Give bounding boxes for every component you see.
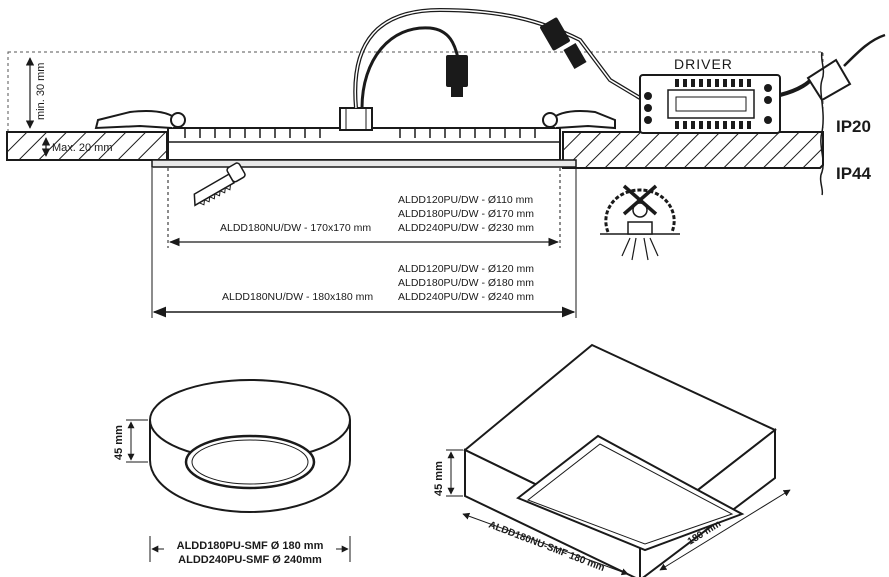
mains-plug [806, 58, 852, 102]
cutout-round-label-1: ALDD120PU/DW - Ø110 mm [398, 194, 533, 206]
spring-clip-right [549, 110, 616, 130]
ip44-label: IP44 [836, 164, 872, 183]
fixture-bezel [151, 159, 577, 168]
led-driver [639, 74, 781, 134]
round-height-label: 45 mm [113, 425, 125, 460]
spring-clip-left [94, 110, 179, 130]
outer-round-label-1: ALDD120PU/DW - Ø120 mm [398, 263, 534, 275]
square-height-label: 45 mm [433, 461, 445, 496]
ceiling-right [562, 131, 824, 169]
round-surface-fixture [126, 379, 351, 562]
ceiling-thickness-label: Max. 20 mm [52, 142, 113, 154]
round-model-label-2: ALDD240PU-SMF Ø 240mm [178, 554, 322, 566]
fixture-body [167, 127, 561, 161]
outer-square-label: ALDD180NU/DW - 180x180 mm [222, 291, 373, 303]
cable-gland [339, 107, 373, 131]
cable [353, 7, 642, 109]
no-insulation-cover-icon [600, 184, 680, 261]
connector-plug-left [446, 55, 468, 87]
outer-round-label-2: ALDD180PU/DW - Ø180 mm [398, 277, 534, 289]
depth-label: min. 30 mm [35, 63, 47, 120]
driver-label: DRIVER [674, 56, 733, 72]
installation-cross-section [6, 7, 886, 318]
ip20-label: IP20 [836, 117, 871, 136]
round-model-label-1: ALDD180PU-SMF Ø 180 mm [177, 540, 324, 552]
outer-round-label-3: ALDD240PU/DW - Ø240 mm [398, 291, 534, 303]
square-surface-fixture [446, 343, 791, 577]
cutout-round-label-3: ALDD240PU/DW - Ø230 mm [398, 222, 534, 234]
cutout-square-label: ALDD180NU/DW - 170x170 mm [220, 222, 371, 234]
saw-icon [193, 162, 246, 207]
cutout-round-label-2: ALDD180PU/DW - Ø170 mm [398, 208, 534, 220]
connector-plug-right [540, 17, 570, 51]
